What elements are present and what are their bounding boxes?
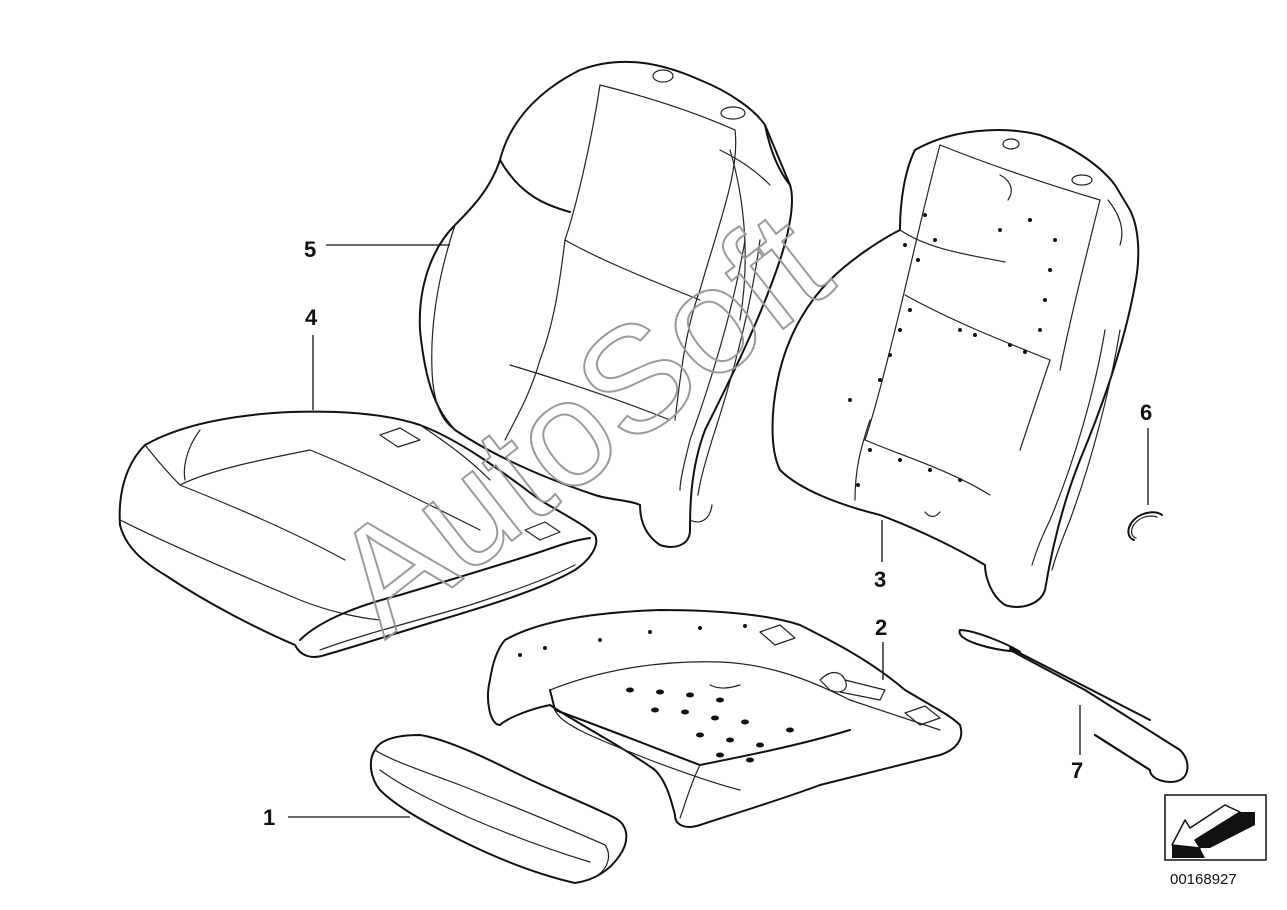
part-2-seat-foam[interactable] <box>487 609 963 828</box>
foam-fastener-dots <box>848 213 1057 487</box>
part-1-thigh-support[interactable] <box>369 734 628 884</box>
part-6-clip[interactable] <box>1127 511 1163 541</box>
callout-1[interactable]: 1 <box>263 805 275 830</box>
part-4-seat-cover[interactable] <box>118 410 598 658</box>
callout-7[interactable]: 7 <box>1071 758 1083 783</box>
seat-foam-holes <box>518 624 794 763</box>
callout-4[interactable]: 4 <box>305 305 318 330</box>
callout-6[interactable]: 6 <box>1140 400 1152 425</box>
callout-labels: 1 2 3 4 5 6 7 <box>263 237 1152 830</box>
part-7-wire[interactable] <box>958 629 1189 783</box>
diagram-number: 00168927 <box>1170 871 1237 888</box>
leader-lines <box>288 244 1149 818</box>
part-3-backrest-foam[interactable] <box>771 129 1140 608</box>
callout-5[interactable]: 5 <box>304 237 316 262</box>
callout-2[interactable]: 2 <box>875 615 887 640</box>
callout-3[interactable]: 3 <box>874 567 886 592</box>
part-5-backrest-cover[interactable] <box>418 60 793 548</box>
direction-arrow-icon <box>1164 794 1267 861</box>
